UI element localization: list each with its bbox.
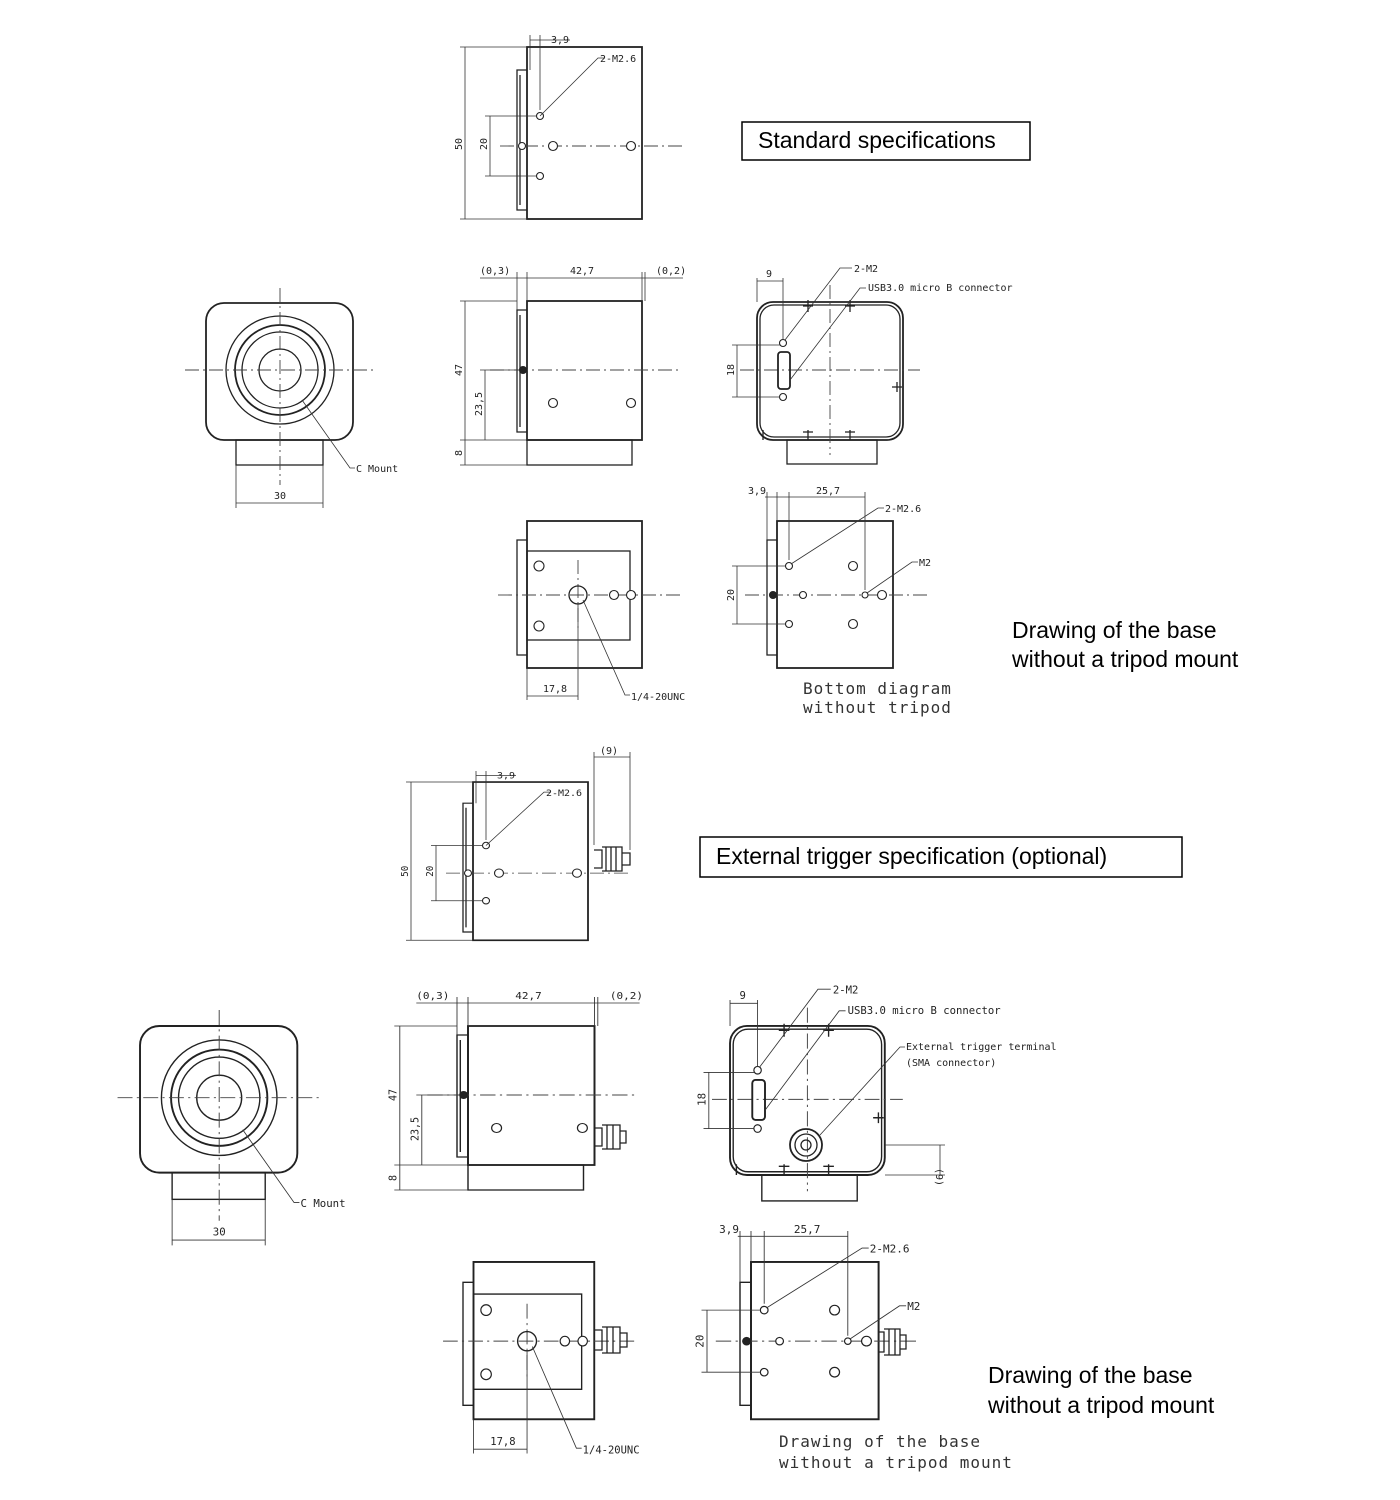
side-view-top: 50 20 3,9 2-M2.6 [454, 35, 685, 220]
base-note-line1: Drawing of the base [1012, 617, 1217, 643]
label-sma-line2: (SMA connector) [906, 1058, 996, 1069]
label-c-mount: C Mount [356, 464, 398, 475]
dim-20: 20 [479, 138, 490, 150]
dim-9-sma-rear: (9) [933, 1168, 944, 1186]
label-m2: M2 [919, 558, 931, 569]
bottom-caption-line2: without a tripod mount [779, 1453, 1013, 1472]
base-note-line1: Drawing of the base [988, 1362, 1193, 1388]
bottom-view-tripod: 17,8 1/4-20UNC [498, 520, 685, 703]
bottom-caption-line2: without tripod [803, 698, 952, 717]
dim-17-8: 17,8 [543, 684, 567, 695]
bottom-caption-line1: Drawing of the base [779, 1432, 981, 1451]
title-box [699, 836, 1183, 878]
side-view: (0,3) 42,7 (0,2) 47 23,5 8 [454, 266, 686, 466]
dim-20: 20 [726, 589, 737, 601]
dim-3-9: 3,9 [748, 486, 766, 497]
trigger-front-view [116, 1008, 347, 1247]
trigger-side-view-top [398, 769, 632, 942]
dim-30: 30 [274, 491, 286, 502]
dim-9: 9 [766, 269, 772, 280]
section-title-trigger: External trigger specification (optional… [716, 843, 1107, 869]
dim-3-9: 3,9 [551, 35, 569, 46]
label-1-4-20unc: 1/4-20UNC [631, 692, 685, 703]
trigger-bottom-view-no-tripod [692, 1222, 922, 1421]
base-note-line2: without a tripod mount [987, 1392, 1215, 1418]
base-note-line2: without a tripod mount [1011, 646, 1239, 672]
rear-view: 9 2-M2 USB3.0 micro B connector 18 [726, 264, 1013, 465]
dim-9-sma: (9) [600, 746, 618, 757]
title-box [741, 121, 1031, 161]
label-2-m2: 2-M2 [854, 264, 878, 275]
trigger-side-view [386, 989, 644, 1191]
dim-23-5: 23,5 [474, 392, 485, 416]
dim-50: 50 [454, 138, 465, 150]
dim-25-7: 25,7 [816, 486, 840, 497]
label-2-m2-6: 2-M2.6 [885, 504, 921, 515]
label-usb-connector: USB3.0 micro B connector [868, 283, 1013, 294]
section-title-standard: Standard specifications [758, 127, 996, 153]
sma-connector-icon [594, 846, 907, 1356]
front-view: 30 C Mount [185, 288, 398, 508]
trigger-bottom-view-tripod [442, 1261, 641, 1458]
dim-0-3: (0,3) [480, 266, 510, 277]
trigger-rear-view [694, 982, 1003, 1202]
dim-47: 47 [454, 364, 465, 376]
bottom-view-no-tripod: 3,9 25,7 2-M2.6 M2 20 [726, 486, 931, 669]
dim-8: 8 [454, 450, 465, 456]
label-sma-line1: External trigger terminal [906, 1042, 1057, 1053]
dim-0-2: (0,2) [656, 266, 686, 277]
trigger-section: (9) (9) External trigger terminal (SMA c… [116, 746, 1215, 1472]
standard-section: 50 20 3,9 2-M2.6 30 C Mount (0,3) 42, [185, 35, 1239, 717]
bottom-caption-line1: Bottom diagram [803, 679, 952, 698]
dim-18: 18 [726, 364, 737, 376]
label-2-m2-6: 2-M2.6 [600, 54, 636, 65]
dim-42-7: 42,7 [570, 266, 594, 277]
